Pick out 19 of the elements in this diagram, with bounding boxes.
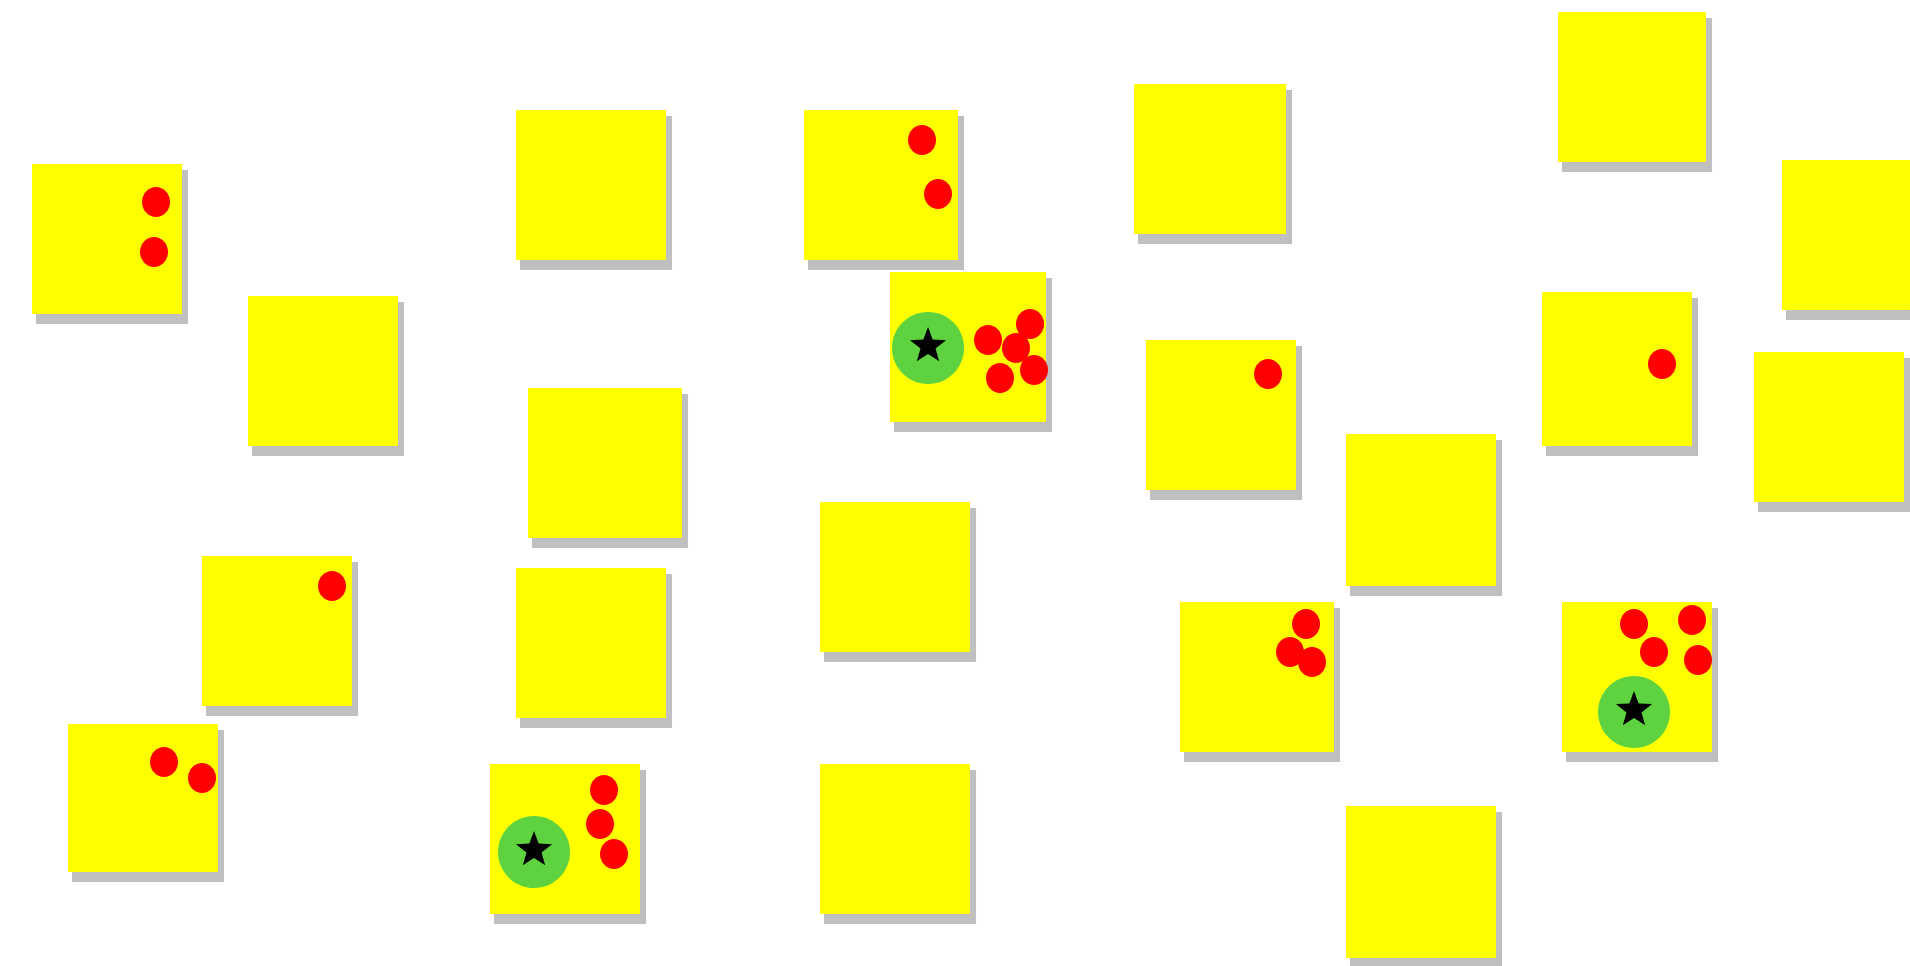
sticky-note xyxy=(202,556,358,716)
sticky-note xyxy=(1134,84,1292,244)
sticky-note xyxy=(1180,602,1340,762)
sticky-note xyxy=(820,502,976,662)
sticky-note xyxy=(1146,340,1302,500)
sticky-note xyxy=(1346,806,1502,966)
sticky-note xyxy=(1558,12,1712,172)
sticky-note xyxy=(248,296,404,456)
sticky-note xyxy=(1754,352,1910,512)
sticky-note xyxy=(804,110,964,270)
sticky-note xyxy=(1346,434,1502,596)
sticky-note xyxy=(516,568,672,728)
sticky-note xyxy=(1542,292,1698,456)
sticky-note xyxy=(516,110,672,270)
sticky-note xyxy=(32,164,188,324)
sticky-note xyxy=(68,724,224,882)
sticky-note xyxy=(1782,160,1910,320)
sticky-note xyxy=(820,764,976,924)
sticky-note xyxy=(528,388,688,548)
